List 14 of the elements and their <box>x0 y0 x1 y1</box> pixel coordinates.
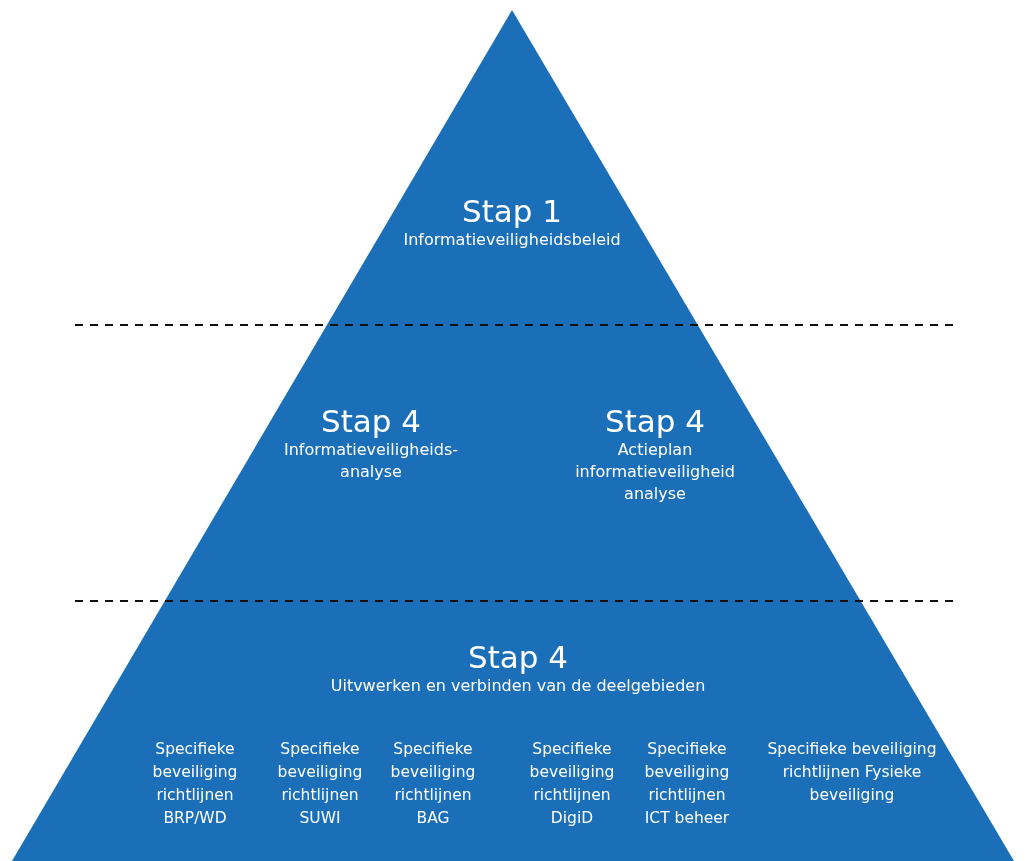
step-description: Informatieveiligheidsbeleid <box>403 229 621 251</box>
step-heading: Stap 4 <box>320 403 422 439</box>
guideline-text: Specifieke beveiliging richtlijnen BRP/WD <box>151 739 239 829</box>
guideline-text: Specifieke beveiliging richtlijnen BAG <box>389 739 477 829</box>
step-heading: Stap 1 <box>461 193 563 229</box>
guideline-text: Specifieke beveiliging richtlijnen SUWI <box>276 739 364 829</box>
step-description: Uitvwerken en verbinden van de deelgebieden <box>330 675 706 697</box>
guideline-text: Specifieke beveiliging richtlijnen DigiD <box>528 739 616 829</box>
step-description: Informatieveiligheids- analyse <box>283 439 459 483</box>
guideline-text: Specifieke beveiliging richtlijnen Fysieke beveiliging <box>766 739 938 806</box>
step-heading: Stap 4 <box>604 403 706 439</box>
step-description: Actieplan informatieveiligheid analyse <box>574 439 736 505</box>
step-heading: Stap 4 <box>467 639 569 675</box>
guideline-text: Specifieke beveiliging richtlijnen ICT beheer <box>643 739 731 829</box>
